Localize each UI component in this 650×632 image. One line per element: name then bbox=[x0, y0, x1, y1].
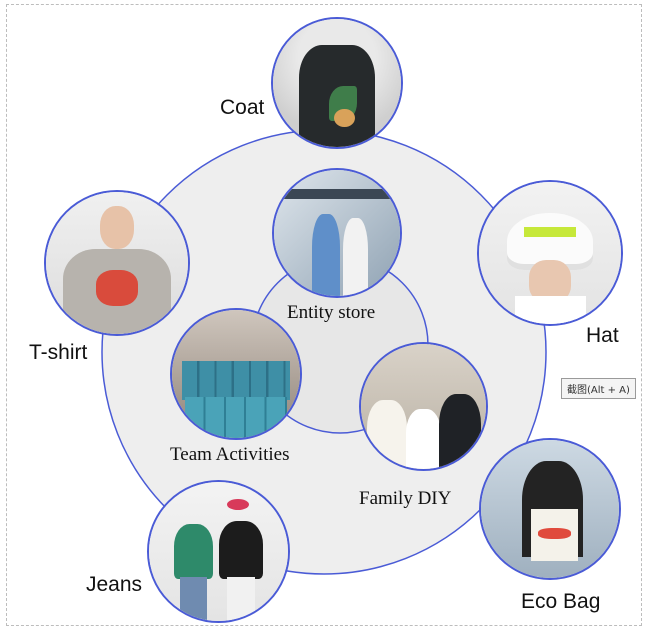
hat-photo bbox=[477, 180, 623, 326]
entity-store-label: Entity store bbox=[287, 302, 376, 323]
jeans-photo bbox=[147, 480, 290, 623]
eco-bag-label: Eco Bag bbox=[521, 590, 601, 613]
jeans-label: Jeans bbox=[86, 573, 143, 596]
team-activities-label: Team Activities bbox=[170, 444, 290, 465]
dashed-frame bbox=[6, 4, 642, 626]
hat-label: Hat bbox=[586, 324, 619, 347]
family-diy-label: Family DIY bbox=[359, 488, 452, 509]
tshirt-label: T-shirt bbox=[29, 341, 88, 364]
entity-store-photo bbox=[272, 168, 402, 298]
coat-photo bbox=[271, 17, 403, 149]
family-diy-photo bbox=[359, 342, 488, 471]
coat-label: Coat bbox=[220, 96, 265, 119]
team-activities-photo bbox=[170, 308, 302, 440]
eco-bag-photo bbox=[479, 438, 621, 580]
screenshot-tooltip: 截图(Alt + A) bbox=[561, 378, 636, 399]
tshirt-photo bbox=[44, 190, 190, 336]
